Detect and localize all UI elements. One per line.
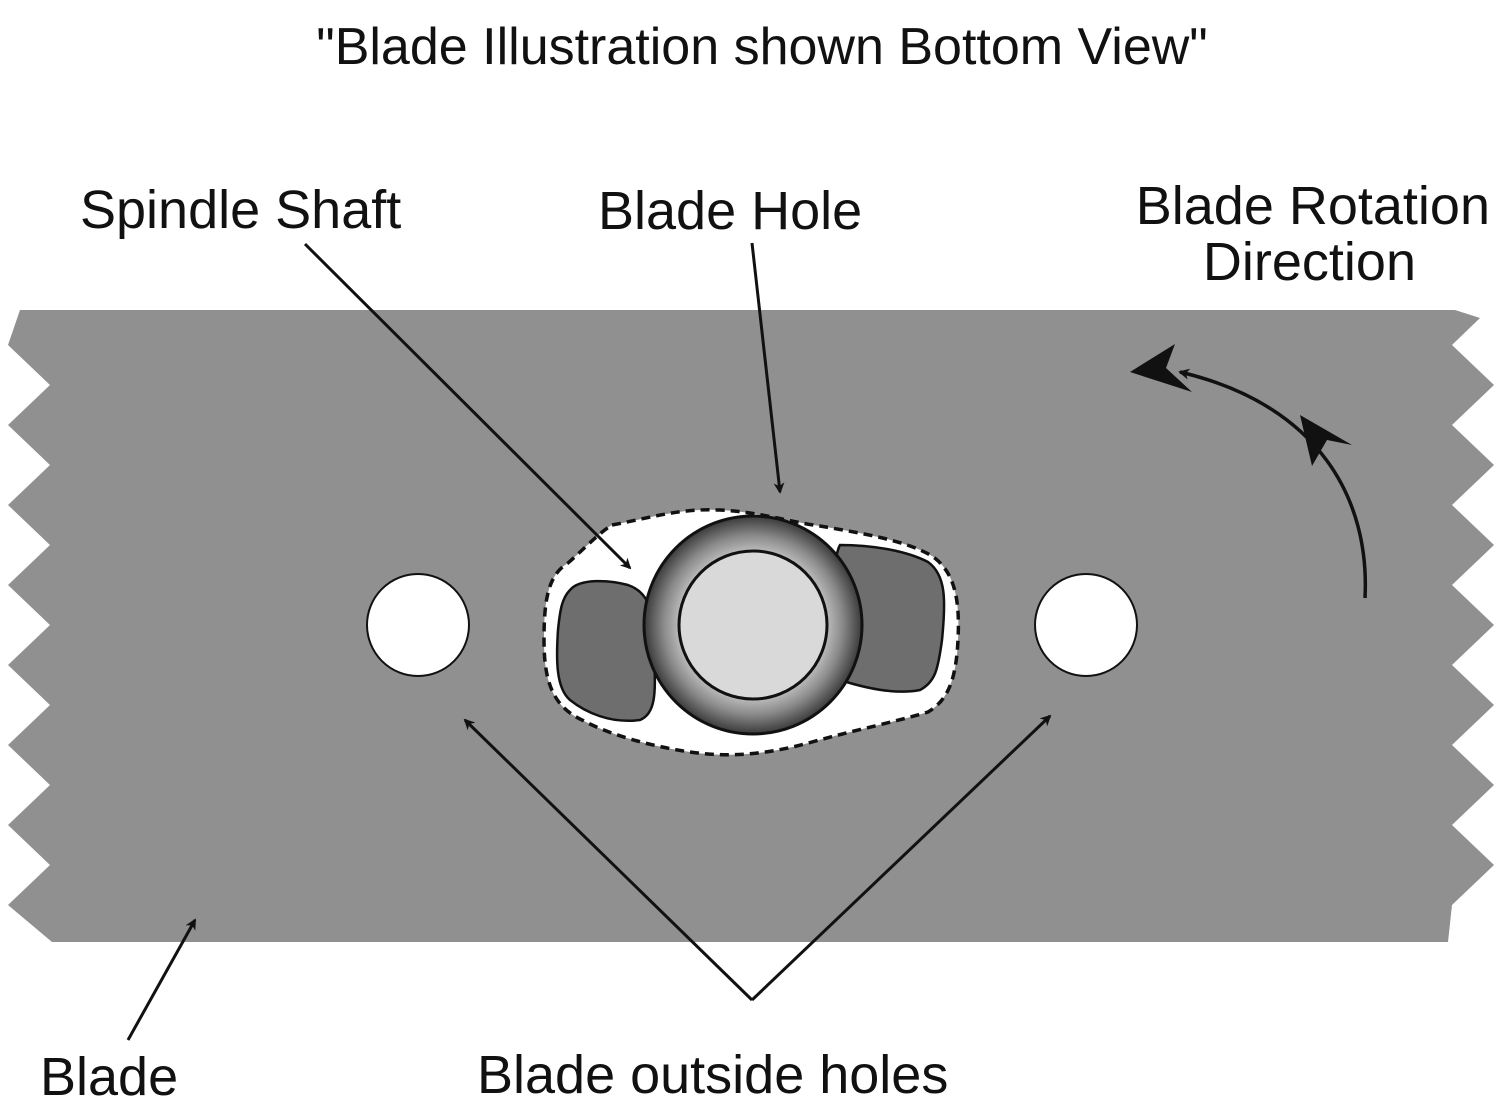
spindle-shaft-arrow xyxy=(303,242,632,570)
blade-hole-arrow xyxy=(750,242,785,494)
outside-holes-arrow-left xyxy=(463,718,754,1002)
outside-holes-arrow-right xyxy=(750,714,1052,1002)
blade-outside-hole-right xyxy=(1034,573,1138,677)
spindle-shaft-face xyxy=(677,549,829,701)
curved-arrow-icon xyxy=(1178,368,1368,599)
hole-recess-left xyxy=(555,579,657,723)
blade-outside-hole-left xyxy=(366,573,470,677)
outside-holes-label: Blade outside holes xyxy=(477,1045,948,1105)
diagram-title: "Blade Illustration shown Bottom View" xyxy=(316,18,1208,76)
rotation-end-arrowhead xyxy=(1130,344,1192,392)
rotation-label-line1: Blade Rotation xyxy=(1136,176,1490,236)
blade-label: Blade xyxy=(40,1047,178,1106)
rotation-label-line2: Direction xyxy=(1203,232,1416,292)
blade-arrow xyxy=(126,918,197,1041)
spindle-shaft-label: Spindle Shaft xyxy=(80,180,401,240)
rotation-mid-arrowhead xyxy=(1300,415,1352,466)
blade-hole-label: Blade Hole xyxy=(598,181,862,241)
